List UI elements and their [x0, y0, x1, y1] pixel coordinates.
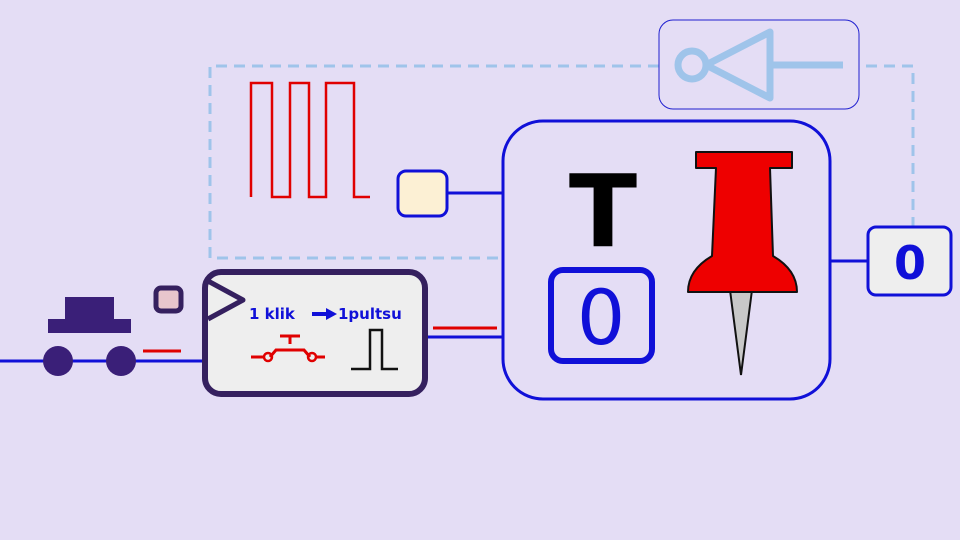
input-wire	[0, 349, 208, 363]
output-value: 0	[894, 236, 926, 290]
clock-edge-icon	[206, 278, 246, 322]
right-arrow-icon	[312, 308, 337, 320]
pulse-output-wire	[425, 326, 503, 339]
toggle-type-letter: T	[569, 153, 637, 270]
toggle-state-box	[548, 267, 655, 364]
pulse-block[interactable]: 1 klik 1pultsu	[153, 269, 428, 397]
pulse-label-left: 1 klik	[249, 305, 296, 323]
single-pulse-icon	[351, 328, 398, 371]
toggle-state-value: 0	[577, 273, 625, 362]
inverter-block[interactable]	[658, 19, 860, 110]
pushpin-icon[interactable]	[687, 151, 798, 376]
input-connector[interactable]	[396, 169, 503, 218]
not-gate-icon	[674, 28, 843, 102]
feedback-loop-wire	[208, 64, 915, 260]
pulse-block-input-pin[interactable]	[153, 285, 184, 314]
output-display[interactable]: 0	[866, 225, 953, 297]
push-button-icon[interactable]	[43, 297, 136, 376]
toggle-block[interactable]: T 0	[501, 119, 832, 401]
square-wave-icon	[249, 81, 370, 199]
pulse-label-right: 1pultsu	[338, 305, 402, 323]
pushbutton-icon	[251, 334, 325, 363]
